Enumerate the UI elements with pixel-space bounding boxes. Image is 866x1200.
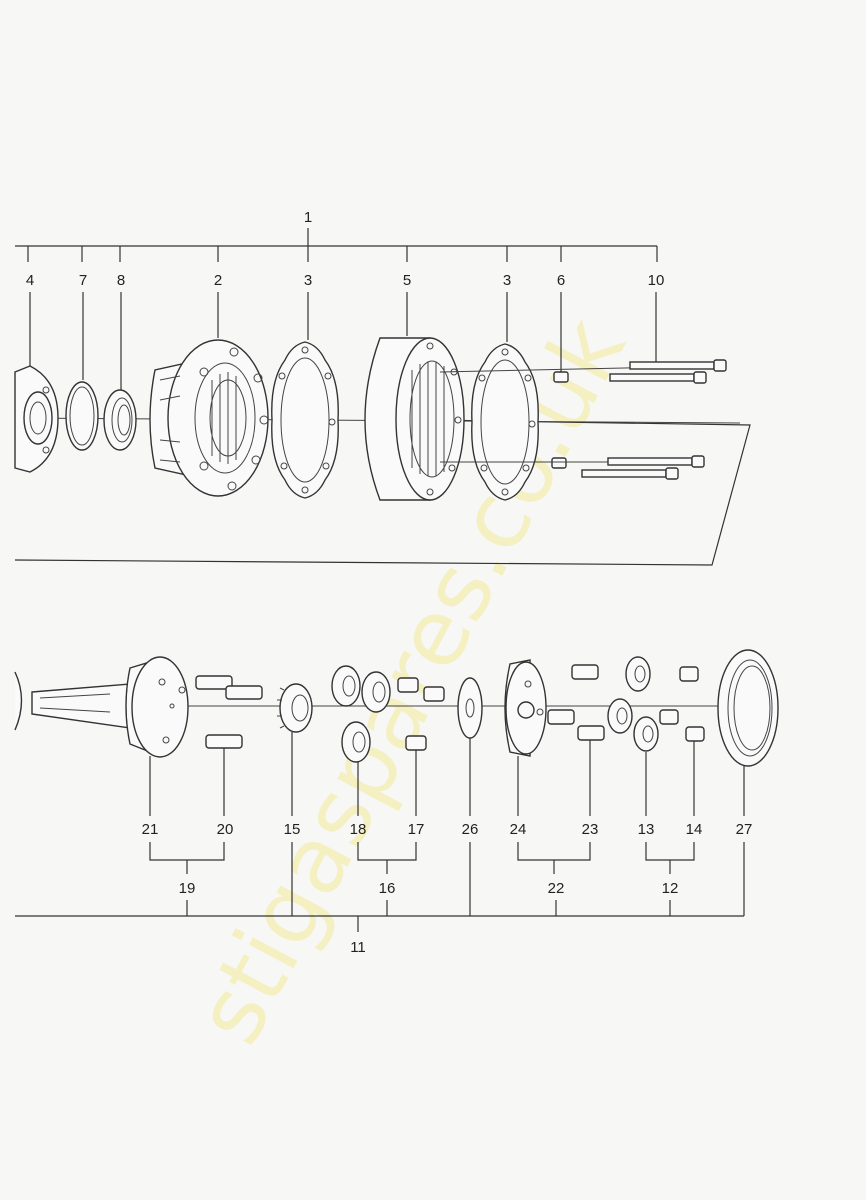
callout-24: 24 (510, 821, 527, 838)
callout-5: 5 (403, 272, 411, 289)
part-15-gear (277, 683, 313, 733)
callout-17: 17 (408, 821, 425, 838)
part-24-carrier (504, 659, 547, 757)
part-18-gears (331, 665, 391, 763)
part-17-pins (397, 677, 445, 751)
callout-1: 1 (304, 209, 312, 226)
callout-20: 20 (217, 821, 234, 838)
callout-21: 21 (142, 821, 159, 838)
callout-22: 22 (548, 880, 565, 897)
callout-27: 27 (736, 821, 753, 838)
callout-7: 7 (79, 272, 87, 289)
part-3-gasket-left (271, 341, 339, 499)
callout-16: 16 (379, 880, 396, 897)
part-23-pins (547, 664, 605, 741)
part-2-planet-housing (149, 339, 269, 497)
callout-13: 13 (638, 821, 655, 838)
callout-18: 18 (350, 821, 367, 838)
part-13-gears (607, 656, 659, 752)
callout-19: 19 (179, 880, 196, 897)
part-10-bolts (439, 359, 727, 480)
callout-6: 6 (557, 272, 565, 289)
part-20-pins (195, 675, 263, 749)
part-27-ring (717, 649, 779, 767)
callout-15: 15 (284, 821, 301, 838)
callout-11: 11 (350, 939, 366, 956)
part-5-ring-gear (364, 337, 465, 501)
part-3-gasket-right (471, 343, 539, 501)
callout-26: 26 (462, 821, 479, 838)
part-26-washer (457, 677, 483, 739)
part-6-bushes (551, 371, 569, 469)
part-4-cover (14, 365, 59, 473)
callout-4: 4 (26, 272, 34, 289)
top-assembly: 1 4 7 8 2 3 5 3 6 10 (14, 209, 751, 566)
callout-12: 12 (662, 880, 679, 897)
part-7-o-ring (65, 381, 99, 451)
part-shaft (14, 671, 131, 731)
callout-8: 8 (117, 272, 125, 289)
callout-2: 2 (214, 272, 222, 289)
bottom-assembly: 21 20 15 18 17 26 24 23 13 14 27 19 16 2… (14, 649, 779, 956)
callout-14: 14 (686, 821, 703, 838)
callout-3b: 3 (503, 272, 511, 289)
part-8-seal (103, 389, 137, 451)
callout-3a: 3 (304, 272, 312, 289)
callout-23: 23 (582, 821, 599, 838)
callout-10: 10 (648, 272, 665, 289)
part-21-carrier (125, 656, 189, 758)
part-14-pins (659, 666, 705, 742)
